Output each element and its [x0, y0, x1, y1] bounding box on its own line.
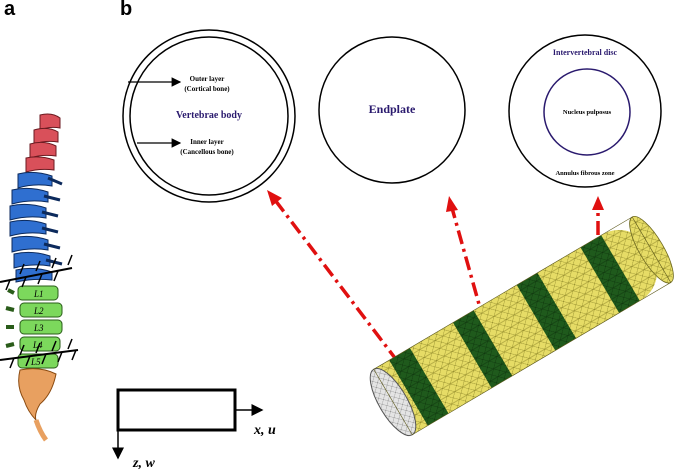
x-axis-label: x, u — [253, 423, 276, 438]
disc-band-1 — [389, 347, 449, 426]
meshed-cylinder-model — [369, 216, 674, 437]
intervertebral-disc-section: Intervertebral disc Nucleus pulposus Ann… — [508, 34, 662, 188]
disc-band-2 — [452, 310, 513, 389]
lumbar-label-l3: L3 — [33, 323, 44, 333]
upper-boundary-hatch — [5, 270, 59, 291]
upper-boundary-line — [0, 267, 73, 283]
z-axis-label: z, w — [132, 456, 155, 470]
inner-layer-label: Inner layer — [190, 138, 224, 146]
panel-label-a: a — [4, 0, 16, 20]
spine-illustration: L1 L2 L3 L4 L5 — [0, 113, 79, 442]
lumbar-label-l5: L5 — [30, 357, 41, 367]
intervertebral-disc-title: Intervertebral disc — [553, 48, 618, 57]
lower-boundary-hatch — [9, 349, 77, 369]
endplate-title: Endplate — [369, 102, 416, 116]
lumbar-label-l4: L4 — [32, 340, 43, 350]
coordinate-system: x, u z, w — [112, 388, 276, 470]
coccyx — [33, 419, 49, 442]
lower-boundary-line — [0, 349, 79, 361]
outer-layer-label: Outer layer — [190, 75, 225, 83]
sacrum — [18, 368, 57, 421]
lumbar-label-l2: L2 — [33, 306, 44, 316]
thoracic-vertebrae — [9, 171, 63, 283]
lumbar-label-l1: L1 — [33, 289, 44, 299]
inner-layer-circle — [129, 36, 289, 196]
outer-layer-sublabel: (Cortical bone) — [184, 85, 230, 93]
arrow-to-endplate — [450, 207, 486, 323]
endplate-circle — [318, 36, 466, 184]
arrow-to-vertebrae — [273, 198, 400, 364]
cervical-vertebrae — [25, 113, 61, 173]
nucleus-circle — [543, 68, 631, 156]
disc-band-3 — [516, 272, 576, 351]
vertebrae-body-section: Outer layer (Cortical bone) Vertebrae bo… — [122, 29, 296, 203]
annulus-fibrous-label: Annulus fibrous zone — [555, 170, 614, 177]
vertebrae-body-title: Vertebrae body — [176, 110, 242, 121]
endplate-section: Endplate — [318, 36, 466, 184]
disc-band-4 — [580, 235, 640, 313]
outer-layer-circle — [122, 29, 296, 203]
annulus-circle — [508, 34, 662, 188]
inner-layer-sublabel: (Cancellous bone) — [180, 148, 234, 156]
panel-label-b: b — [120, 0, 133, 20]
beam-rectangle — [116, 388, 237, 432]
nucleus-pulposus-label: Nucleus pulposus — [563, 109, 612, 116]
